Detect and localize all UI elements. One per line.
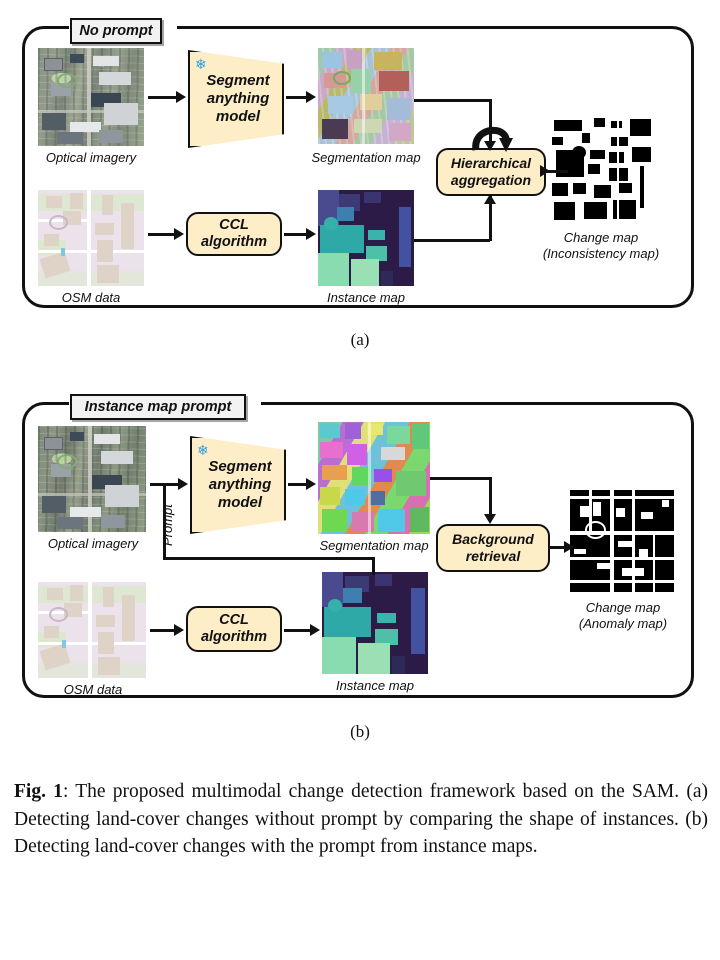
panel-b-arrowhead-bg-to-change	[564, 541, 574, 553]
panel-a-arrowhead-sam-to-seg	[306, 91, 316, 103]
panel-b-line-junction-down	[489, 477, 492, 517]
panel-a-arrow-osm-to-ccl	[148, 233, 176, 236]
panel-a-tag: No prompt	[70, 18, 162, 44]
panel-a-sam-model-box: Segment anything model	[188, 50, 284, 148]
panel-a-line-junction-up	[489, 196, 492, 241]
panel-a-arrowhead-ccl-to-instance	[306, 228, 316, 240]
panel-a-arrowhead-osm-to-ccl	[174, 228, 184, 240]
panel-a-arrow-sam-to-seg	[286, 96, 310, 99]
panel-b-arrowhead-osm-to-ccl	[174, 624, 184, 636]
panel-b-arrow-optical-to-sam	[150, 483, 182, 486]
panel-a-sam-line3: model	[215, 108, 261, 125]
panel-a-arrow-ccl-to-instance	[284, 233, 310, 236]
panel-b-sam-model-text: Segment anything model	[204, 458, 271, 512]
panel-b-prompt-horizontal-line	[163, 557, 375, 560]
panel-b-change-image	[570, 490, 674, 592]
panel-a-change-caption: Change map (Inconsistency map)	[526, 230, 676, 263]
panel-b-change-caption-line1: Change map	[585, 600, 661, 615]
panel-a-segmentation-caption: Segmentation map	[311, 150, 421, 165]
panel-b-arrowhead-sam-to-seg	[306, 478, 316, 490]
panel-a-sublabel: (a)	[350, 330, 370, 349]
panel-b-bg-line1: Background	[452, 531, 534, 548]
panel-b-osm-caption: OSM data	[63, 682, 123, 697]
panel-a-osm-caption: OSM data	[61, 290, 121, 305]
panel-a-instance-caption: Instance map	[326, 290, 406, 305]
panel-a-sam-line1: Segment	[206, 72, 270, 89]
panel-a-arrowhead-optical-to-sam	[176, 91, 186, 103]
panel-b-segmentation-image	[318, 422, 430, 534]
panel-b-ccl-line1: CCL	[219, 611, 249, 628]
panel-b-ccl-box: CCL algorithm	[186, 606, 282, 652]
panel-a-tag-label: No prompt	[79, 23, 153, 39]
panel-b-sam-line2: anything	[208, 476, 272, 493]
panel-b-change-caption: Change map (Anomaly map)	[558, 600, 688, 633]
panel-a-arrowhead-into-aggregation-top	[484, 141, 496, 151]
panel-a-change-caption-line2: (Inconsistency map)	[542, 246, 660, 262]
panel-a-aggregation-line2: aggregation	[450, 172, 532, 188]
panel-b-arrowhead-into-background-retrieval	[484, 514, 496, 524]
panel-b-prompt-vertical-line	[163, 483, 166, 560]
panel-a-ccl-line2: algorithm	[200, 234, 268, 250]
panel-b-arrowhead-optical-to-sam	[178, 478, 188, 490]
panel-b-prompt-label: Prompt	[160, 504, 175, 546]
panel-a-aggregation-line1: Hierarchical	[450, 155, 532, 172]
panel-b-bg-line2: retrieval	[465, 548, 521, 564]
panel-a-osm-image	[38, 190, 144, 286]
panel-a-ccl-line1: CCL	[219, 216, 249, 233]
panel-b-sam-line1: Segment	[208, 458, 272, 475]
panel-a-sam-model-text: Segment anything model	[202, 72, 269, 126]
panel-b-sam-line3: model	[217, 494, 263, 511]
panel-b-sam-model-box: Segment anything model	[190, 436, 286, 534]
panel-a-change-caption-line1: Change map	[563, 230, 639, 245]
panel-a-line-instance-to-junction	[414, 239, 490, 242]
panel-b-arrow-osm-to-ccl	[150, 629, 176, 632]
panel-b-tag: Instance map prompt	[70, 394, 246, 420]
panel-b-instance-image	[322, 572, 428, 674]
panel-a-instance-image	[318, 190, 414, 286]
panel-b-line-seg-to-junction	[430, 477, 492, 480]
panel-b-snowflake-icon: ❄	[197, 442, 209, 458]
panel-a-arrow-optical-to-sam	[148, 96, 178, 99]
panel-b-change-caption-line2: (Anomaly map)	[578, 616, 668, 632]
panel-b-sublabel: (b)	[350, 722, 370, 741]
panel-a-optical-image	[38, 48, 144, 146]
panel-a-line-junction-down	[489, 99, 492, 149]
panel-b-arrow-bg-to-change	[550, 546, 572, 549]
panel-b-tag-label: Instance map prompt	[84, 399, 232, 415]
panel-a-line-seg-to-junction	[414, 99, 490, 102]
panel-b-arrowhead-ccl-to-instance	[310, 624, 320, 636]
figure-caption-text: The proposed multimodal change detection…	[14, 781, 708, 858]
panel-b-optical-caption: Optical imagery	[47, 536, 139, 551]
panel-b-arrow-ccl-to-instance	[284, 629, 314, 632]
panel-b-segmentation-caption: Segmentation map	[319, 538, 429, 553]
figure-caption-separator: :	[62, 781, 69, 802]
panel-b-ccl-line2: algorithm	[200, 629, 268, 645]
panel-b-background-retrieval-box: Background retrieval	[436, 524, 550, 572]
panel-b-instance-caption: Instance map	[335, 678, 415, 693]
panel-a-ccl-box: CCL algorithm	[186, 212, 282, 256]
panel-b-prompt-riser-to-instance	[372, 557, 375, 575]
panel-a-arrow-aggregation-to-change	[546, 170, 568, 173]
panel-a-aggregation-box: Hierarchical aggregation	[436, 148, 546, 196]
panel-a-sam-line2: anything	[206, 90, 270, 107]
panel-a-arrowhead-aggregation-to-change	[540, 165, 550, 177]
panel-b-optical-image	[38, 426, 146, 532]
panel-a-arrowhead-into-aggregation-bottom	[484, 194, 496, 204]
panel-b-arrow-sam-to-seg	[288, 483, 310, 486]
figure-caption-label: Fig. 1	[14, 781, 63, 802]
panel-a-segmentation-image	[318, 48, 414, 144]
figure-caption: Fig. 1: The proposed multimodal change d…	[14, 778, 708, 861]
panel-a-optical-caption: Optical imagery	[45, 150, 137, 165]
panel-b-osm-image	[38, 582, 146, 678]
panel-a-snowflake-icon: ❄	[195, 56, 207, 72]
